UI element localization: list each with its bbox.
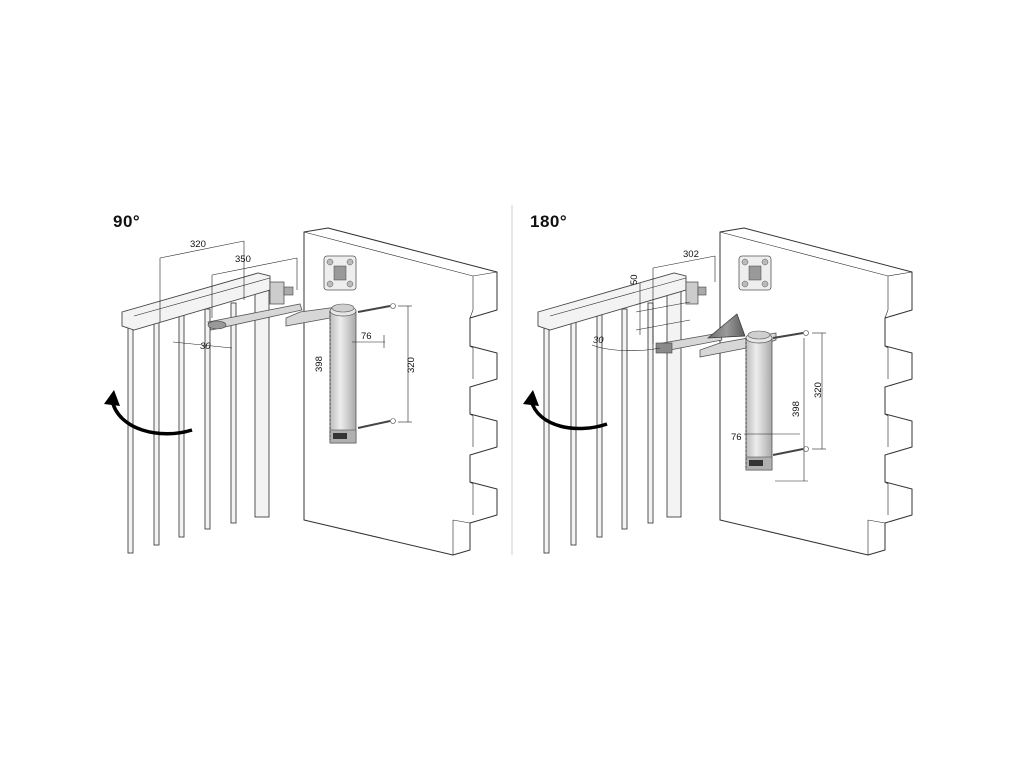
dim-320-side: 320: [406, 357, 417, 373]
mounting-plate-left: [323, 255, 357, 291]
arm-shoe-left: [207, 320, 227, 330]
wall-pillar-right: [719, 227, 913, 556]
dimension-lines-left: [159, 240, 412, 440]
dim-350: 350: [235, 254, 251, 265]
dimension-lines-right: [591, 255, 826, 482]
door-closer-left: [329, 303, 357, 444]
arm-shoe-right: [655, 342, 673, 354]
left-panel: 320 350 30 76 398 320: [104, 227, 498, 556]
hinge-bracket-right: [685, 281, 699, 305]
door-closer-right: [745, 330, 773, 471]
dim-30-right: 30: [593, 335, 604, 346]
dim-30: 30: [200, 341, 211, 352]
wall-notch-edges-left: [469, 345, 474, 515]
dim-320-right: 320: [813, 382, 824, 398]
gate-top-rail-right: [537, 272, 687, 331]
angle-label-180: 180°: [530, 212, 568, 231]
anchor-bolts-left: [357, 303, 396, 429]
dim-320-top: 320: [190, 239, 206, 250]
mounting-plate-right: [738, 255, 772, 291]
dim-398: 398: [314, 356, 325, 372]
swing-arrow-right: [529, 399, 608, 431]
right-panel: 302 50 30 76 398 320: [523, 227, 913, 556]
dim-302: 302: [683, 249, 699, 260]
dim-76-right: 76: [731, 432, 742, 443]
wall-edge-left: [303, 231, 498, 319]
hinge-bracket-left: [269, 281, 285, 305]
dim-50: 50: [629, 274, 640, 285]
angle-label-90: 90°: [113, 212, 141, 231]
dim-76: 76: [361, 331, 372, 342]
arm-cone-right: [706, 313, 746, 339]
swing-arrow-left: [110, 399, 193, 436]
dim-398-right: 398: [791, 401, 802, 417]
anchor-bolts-right: [772, 330, 809, 456]
wall-base-left: [452, 519, 471, 555]
